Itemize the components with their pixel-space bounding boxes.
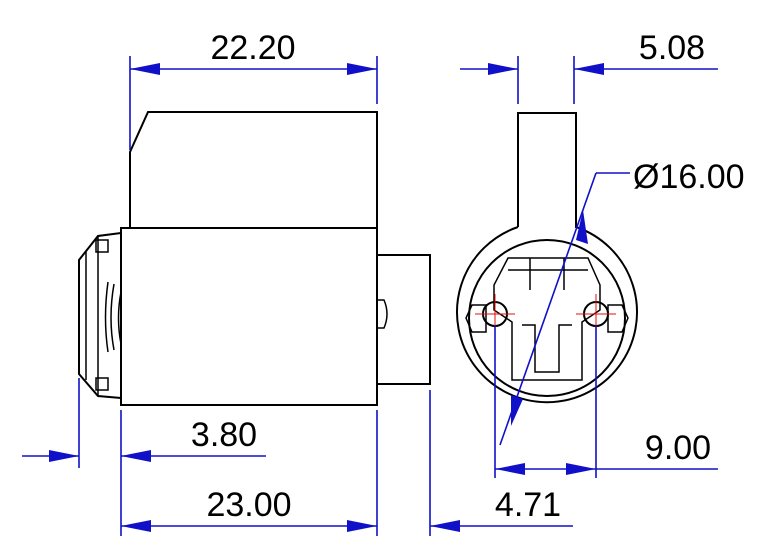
- dim-body-length: 23.00: [121, 410, 378, 536]
- inner-bore: [468, 239, 626, 397]
- key-slot: [522, 324, 572, 373]
- dim-hole-spacing: 9.00: [494, 326, 718, 478]
- dim-slot-width: 5.08: [460, 29, 718, 104]
- cylinder-body: [120, 227, 378, 406]
- left-lug: [465, 304, 487, 333]
- end-view: [456, 112, 638, 404]
- flange-outline: [456, 112, 638, 404]
- dim-slot-width-label: 5.08: [639, 29, 705, 67]
- dim-top-width-label: 22.20: [210, 29, 295, 67]
- dim-cam-length-label: 4.71: [495, 486, 561, 524]
- dim-cam-length: 4.71: [429, 390, 573, 536]
- cam-screw: [377, 299, 388, 329]
- front-knob: [78, 232, 122, 399]
- dim-knob-offset-label: 3.80: [191, 416, 257, 454]
- side-view: [78, 111, 431, 406]
- right-lug: [607, 304, 629, 333]
- dim-body-length-label: 23.00: [206, 486, 291, 524]
- cam-block: [377, 254, 431, 385]
- dim-diameter: Ø16.00: [499, 158, 745, 446]
- dim-top-width: 22.20: [129, 29, 378, 150]
- dim-knob-offset: 3.80: [22, 378, 266, 536]
- dim-diameter-label: Ø16.00: [633, 158, 745, 196]
- dim-hole-spacing-label: 9.00: [645, 429, 711, 467]
- upper-housing: [129, 111, 378, 228]
